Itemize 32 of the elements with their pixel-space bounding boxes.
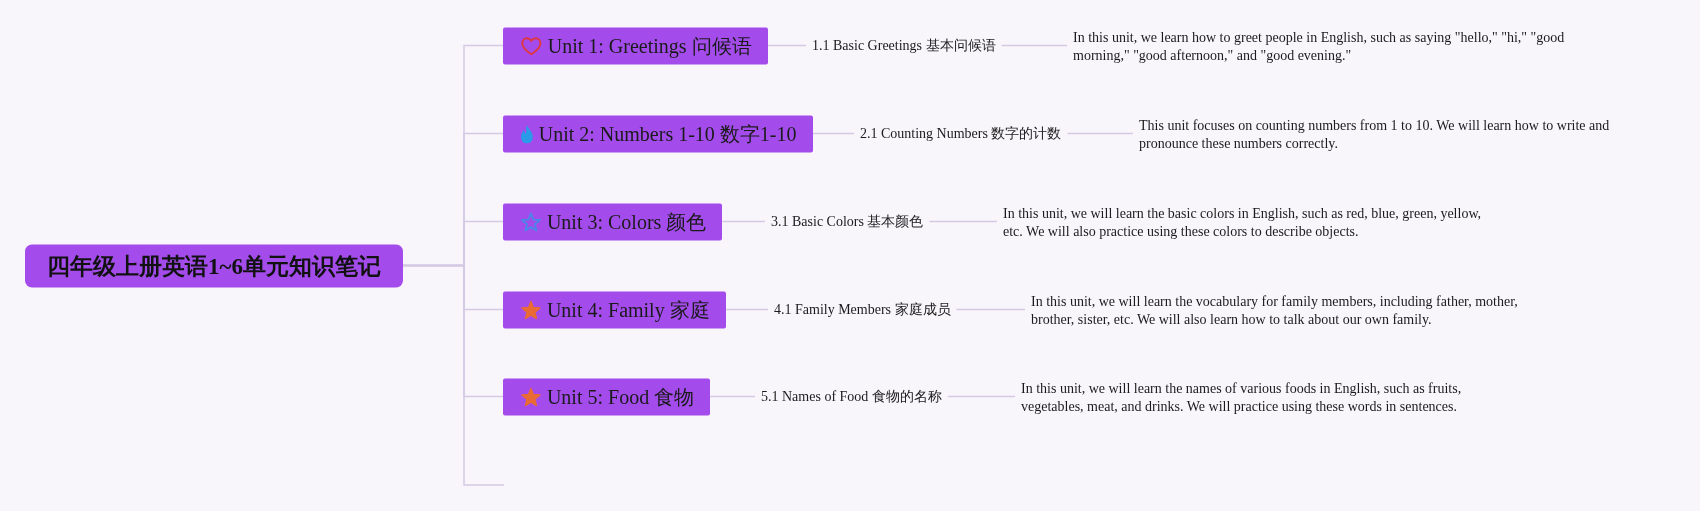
connector-line xyxy=(947,395,1016,398)
topic-box xyxy=(503,27,768,64)
topic-box xyxy=(503,115,813,152)
subtopic-label: 4.1 Family Members 家庭成员 xyxy=(774,300,951,319)
topic-label: Unit 1: Greetings 问候语 xyxy=(547,33,752,59)
topic-box xyxy=(503,378,711,415)
topic-box xyxy=(503,291,726,328)
connector-line xyxy=(1066,132,1134,135)
connector-line xyxy=(709,395,756,398)
connector-line xyxy=(928,220,998,223)
description-text: In this unit, we will learn the names of various foods in English, such as fruits, vegetables, meat, and drinks. We will practice using these words in sentences. xyxy=(1021,380,1471,416)
description-text: This unit focuses on counting numbers from 1 to 10. We will learn how to write and pronounce these numbers correctly. xyxy=(1139,117,1619,153)
subtopic-label: 3.1 Basic Colors 基本颜色 xyxy=(771,212,924,231)
connector-line xyxy=(1000,44,1068,47)
description-text: In this unit, we will learn the basic colors in English, such as red, blue, green, yellow, etc. We will also practice using these colors to describe objects. xyxy=(1003,205,1488,241)
description-text: In this unit, we learn how to greet people in English, such as saying "hello," "hi," "good morning," "good afternoon," and "good evening." xyxy=(1073,29,1573,65)
subtopic-label: 5.1 Names of Food 食物的名称 xyxy=(761,387,942,406)
root-topic-box: 四年级上册英语1~6单元知识笔记 xyxy=(25,244,403,287)
connector-line xyxy=(402,264,505,486)
topic-label: Unit 5: Food 食物 xyxy=(546,384,695,409)
description-text: In this unit, we will learn the vocabulary for family members, including father, mother, brother, sister, etc. We will also learn how to talk about our own family. xyxy=(1031,293,1523,329)
topic-label: Unit 3: Colors 颜色 xyxy=(546,209,707,234)
subtopic-label: 1.1 Basic Greetings 基本问候语 xyxy=(812,36,996,55)
connector-line xyxy=(724,308,769,311)
connector-line xyxy=(721,220,766,223)
connector-line xyxy=(811,132,855,135)
topic-box xyxy=(503,203,723,240)
topic-label: Unit 2: Numbers 1-10 数字1-10 xyxy=(538,121,797,146)
connector-line xyxy=(955,308,1026,311)
subtopic-label: 2.1 Counting Numbers 数字的计数 xyxy=(860,124,1062,143)
topic-label: Unit 4: Family 家庭 xyxy=(546,297,710,323)
connector-line xyxy=(766,44,807,47)
